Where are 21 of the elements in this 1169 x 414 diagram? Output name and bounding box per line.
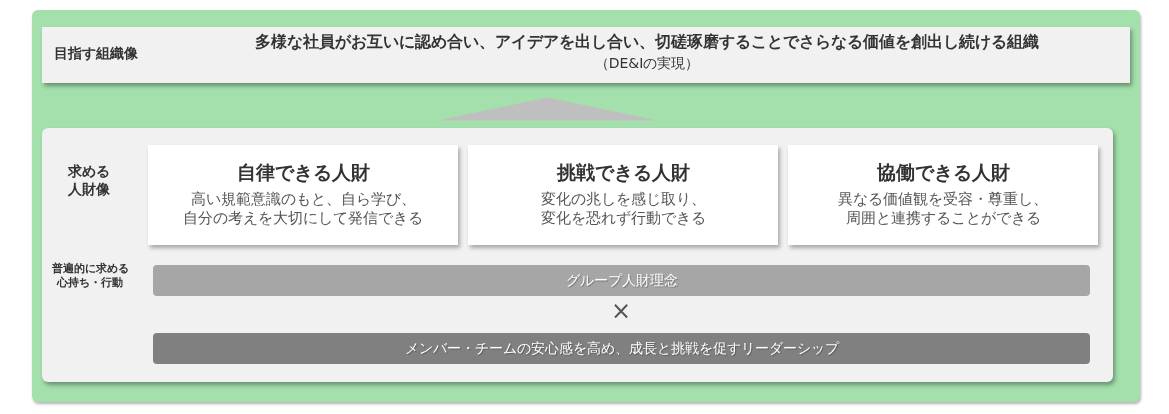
banner-bar: メンバー・チームの安心感を高め、成長と挑戦を促すリーダーシップ: [153, 333, 1090, 364]
trait-card: [148, 145, 458, 245]
goal-box: [42, 27, 1130, 83]
background-panel: [32, 10, 1140, 402]
content-panel: [42, 128, 1113, 382]
row-label: 求める人財像: [67, 162, 111, 199]
trait-card: [788, 145, 1098, 245]
card-title: 自律できる人財: [236, 161, 370, 184]
card-title: 協働できる人財: [876, 161, 1010, 184]
card-description: 高い規範意識のもと、自ら学び、自分の考えを大切にして発信できる: [182, 189, 424, 229]
card-title: 挑戦できる人財: [556, 161, 690, 184]
goal-heading: 目指す組織像: [54, 45, 138, 63]
up-arrow: [442, 97, 653, 121]
trait-card: [468, 145, 778, 245]
multiply-sign: ×: [609, 296, 633, 327]
goal-text: 多様な社員がお互いに認め合い、アイデアを出し合い、切磋琢磨することでさらなる価値を創出し続ける組織: [254, 33, 1040, 53]
row-label: 普遍的に求める心持ち・行動: [50, 262, 130, 291]
banner-bar: グループ人財理念: [153, 265, 1090, 296]
card-description: 異なる価値観を受容・尊重し、周囲と連携することができる: [837, 189, 1049, 229]
card-description: 変化の兆しを感じ取り、変化を恐れず行動できる: [539, 189, 707, 229]
goal-subtext: （DE&Iの実現）: [593, 55, 701, 73]
